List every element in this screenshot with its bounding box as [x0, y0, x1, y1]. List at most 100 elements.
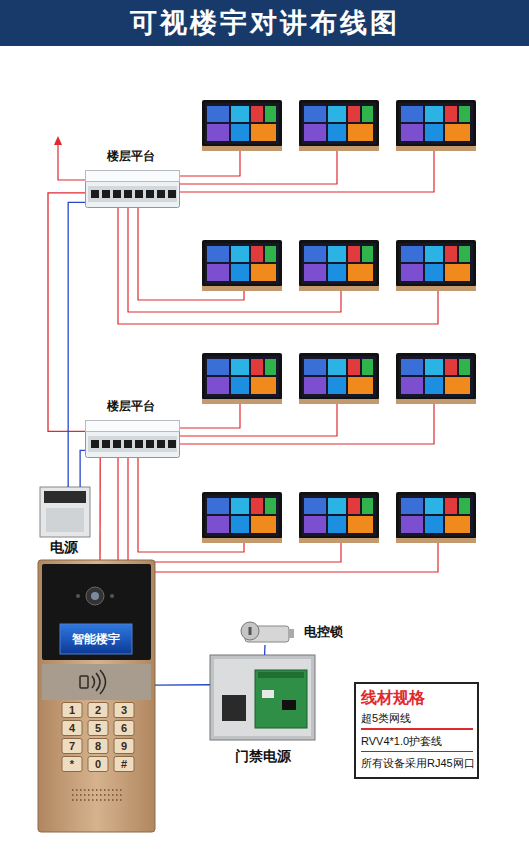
node-label: 电源: [38, 539, 90, 556]
legend-text: 超5类网线: [361, 711, 473, 725]
legend-line-sample: [361, 751, 473, 753]
electric-lock-device: [241, 622, 294, 642]
lock-cylinder: [241, 622, 259, 640]
key-label: 8: [88, 739, 108, 754]
arrow-head: [54, 136, 62, 145]
terminal-strip: [258, 672, 304, 678]
node-label: 楼层平台: [107, 399, 167, 413]
title-banner: [0, 0, 529, 46]
door-screen: [60, 624, 132, 654]
door-station: 智能楼宇: [38, 560, 155, 832]
keypad: [62, 703, 134, 772]
board-relay: [282, 700, 296, 710]
network-wire: [180, 151, 240, 176]
wire-connector: [68, 202, 85, 487]
electric-lock: 电控锁: [240, 620, 292, 645]
legend-line-sample: [361, 728, 473, 730]
keyhole: [249, 627, 252, 635]
rfid-wave: [100, 670, 106, 694]
key: [62, 703, 82, 718]
key-label: 3: [114, 703, 134, 718]
network-wire: [180, 404, 434, 444]
key: [114, 703, 134, 718]
node-label: 门禁电源: [210, 748, 315, 765]
node-label: 电控锁: [304, 624, 354, 640]
key: [88, 703, 108, 718]
circuit-board: [255, 670, 307, 728]
key: [114, 757, 134, 772]
legend-title: 线材规格: [361, 688, 471, 708]
access-power-box: [210, 655, 315, 740]
floor-platform: 楼层平台: [85, 420, 180, 458]
indoor-monitor: [396, 100, 476, 151]
network-wire: [118, 458, 438, 572]
network-wire: [118, 206, 438, 324]
key-label: 0: [88, 757, 108, 772]
power-panel: [44, 491, 86, 503]
rfid-wave: [92, 676, 95, 688]
camera: [86, 587, 104, 605]
key-label: 6: [114, 721, 134, 736]
wire-connector: [48, 193, 85, 432]
rfid-symbol: [80, 670, 106, 694]
sensor-dot: [110, 594, 114, 598]
door-station-device: [38, 560, 155, 832]
network-wire: [180, 404, 337, 436]
key-label: 2: [88, 703, 108, 718]
legend-text: 所有设备采用RJ45网口: [361, 756, 473, 770]
key: [88, 721, 108, 736]
wire-connector: [155, 684, 210, 686]
door-panel: [38, 560, 155, 832]
indoor-monitor: [396, 240, 476, 291]
sensor-dot: [76, 594, 80, 598]
network-wire-upward: [58, 144, 85, 180]
key: [62, 757, 82, 772]
card-area: [42, 664, 151, 700]
indoor-monitor: [202, 240, 282, 291]
network-wire: [180, 404, 240, 428]
transformer: [222, 695, 246, 721]
camera-lens: [91, 592, 99, 600]
speaker-grille: [72, 790, 122, 800]
key-label: 9: [114, 739, 134, 754]
floor-platform: 楼层平台: [85, 170, 180, 208]
key: [114, 739, 134, 754]
indoor-monitor: [202, 353, 282, 404]
key-label: *: [62, 757, 82, 772]
power-supply: 电源: [38, 487, 90, 537]
key: [114, 721, 134, 736]
grille-row: [72, 794, 122, 796]
network-wires: [58, 144, 438, 572]
legend-text: RVV4*1.0护套线: [361, 734, 473, 748]
legend-entry: 超5类网线: [361, 711, 473, 730]
diagram-title: 可视楼宇对讲布线图: [0, 0, 529, 46]
access-power-device: [210, 655, 315, 740]
door-glass: [42, 564, 151, 660]
rfid-wave: [96, 673, 100, 691]
indoor-monitor: [396, 492, 476, 543]
key-label: #: [114, 757, 134, 772]
key-label: 7: [62, 739, 82, 754]
power-supply-device: [40, 487, 90, 537]
power-plate: [46, 508, 84, 532]
wire-connector: [99, 458, 100, 560]
indoor-monitor: [299, 240, 379, 291]
rfid-card: [80, 676, 88, 688]
indoor-monitor: [299, 492, 379, 543]
grille-row: [72, 789, 122, 791]
key: [88, 739, 108, 754]
access-control-power: 门禁电源: [210, 655, 315, 740]
indoor-monitor: [299, 353, 379, 404]
indoor-monitor: [202, 492, 282, 543]
legend-frame: [355, 683, 478, 778]
power-box: [40, 487, 90, 537]
legend: 超5类网线 RVV4*1.0护套线所有设备采用RJ45网口: [361, 711, 473, 773]
key-label: 1: [62, 703, 82, 718]
key-label: 4: [62, 721, 82, 736]
floor-platform-device: [86, 171, 180, 208]
indoor-monitor: [396, 353, 476, 404]
board-chip: [262, 690, 274, 698]
